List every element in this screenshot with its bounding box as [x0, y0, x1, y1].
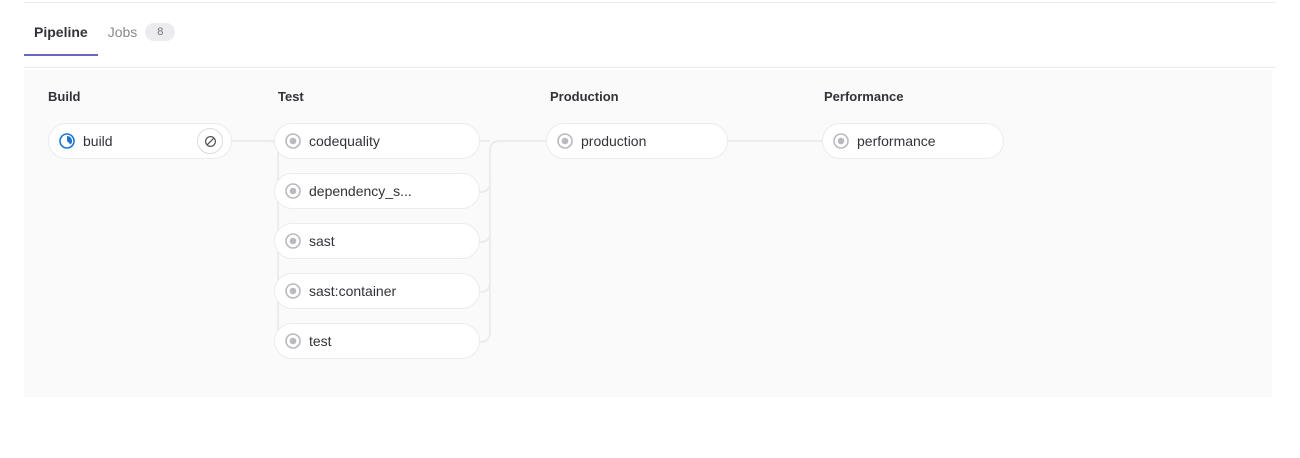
status-created-icon	[285, 133, 301, 149]
status-created-icon	[557, 133, 573, 149]
job-label-sast-container: sast:container	[309, 283, 397, 299]
connector-sastcontainer-to-trunk	[479, 281, 491, 293]
status-created-icon	[285, 233, 301, 249]
pipeline-connectors	[232, 140, 822, 343]
job-node-test[interactable]: test	[274, 323, 480, 359]
top-divider	[24, 2, 1276, 3]
job-node-sast[interactable]: sast	[274, 223, 480, 259]
tab-jobs-label: Jobs	[107, 24, 138, 40]
job-node-production[interactable]: production	[546, 123, 728, 159]
job-node-sast-container[interactable]: sast:container	[274, 273, 480, 309]
job-label-build: build	[83, 133, 113, 149]
tab-pipeline[interactable]: Pipeline	[24, 22, 98, 56]
job-node-build[interactable]: build	[48, 123, 232, 159]
cancel-glyph	[204, 135, 216, 147]
status-created-icon	[285, 283, 301, 299]
job-label-sast: sast	[309, 233, 335, 249]
job-label-test: test	[309, 333, 332, 349]
status-created-icon	[285, 333, 301, 349]
tab-jobs-badge: 8	[145, 23, 176, 41]
stage-test-title: Test	[278, 89, 304, 104]
status-created-icon	[833, 133, 849, 149]
status-created-icon	[285, 183, 301, 199]
stage-performance-title: Performance	[824, 89, 904, 104]
job-node-codequality[interactable]: codequality	[274, 123, 480, 159]
job-node-dependency-scanning[interactable]: dependency_s...	[274, 173, 480, 209]
connector-dependency-to-trunk	[479, 181, 491, 193]
job-label-codequality: codequality	[309, 133, 380, 149]
job-label-dependency-scanning: dependency_s...	[309, 183, 412, 199]
connector-test-fanin-trunk	[479, 140, 546, 343]
stage-production-title: Production	[550, 89, 619, 104]
cancel-icon[interactable]	[197, 128, 223, 154]
job-label-production: production	[581, 133, 647, 149]
tab-jobs[interactable]: Jobs 8	[98, 22, 186, 56]
job-node-performance[interactable]: performance	[822, 123, 1004, 159]
stage-build-title: Build	[48, 89, 81, 104]
connector-sast-to-trunk	[479, 231, 491, 243]
pipeline-graph: Build build Test codequality dependency	[24, 70, 1272, 397]
job-label-performance: performance	[857, 133, 936, 149]
status-running-icon	[59, 133, 75, 149]
tab-pipeline-label: Pipeline	[34, 24, 88, 40]
tab-bar: Pipeline Jobs 8	[24, 22, 1276, 68]
